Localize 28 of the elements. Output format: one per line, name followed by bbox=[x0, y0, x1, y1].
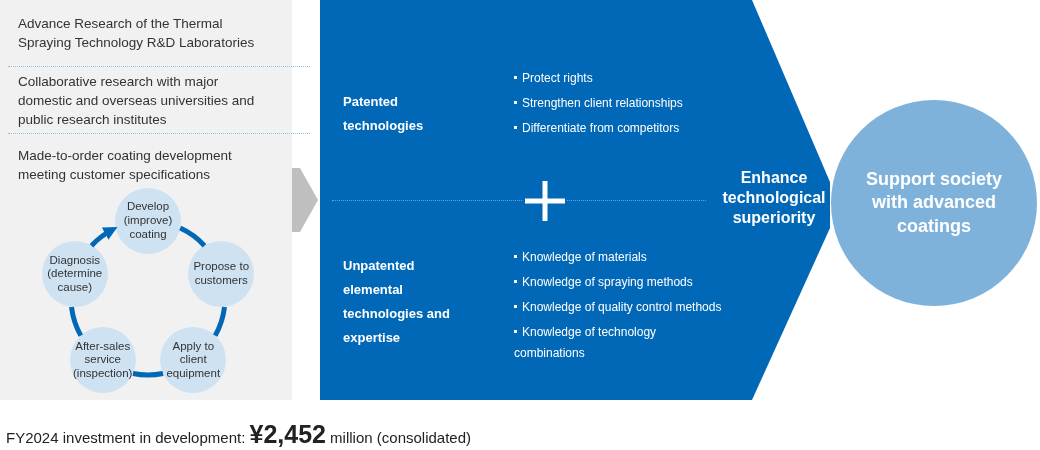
step-circle: Diagnosis (determine cause) bbox=[41, 241, 108, 308]
result-heading: Enhance technological superiority bbox=[721, 168, 827, 228]
step-circle: Develop (improve) coating bbox=[115, 188, 181, 254]
research-item: Made-to-order coating development meeting customer specifications bbox=[18, 147, 233, 184]
arrow-shape bbox=[320, 0, 830, 400]
step-circle: Apply to client equipment bbox=[160, 327, 227, 394]
bullet-item: Knowledge of spraying methods bbox=[514, 272, 754, 293]
step-circle: After-sales service (inspection) bbox=[69, 327, 136, 394]
cycle-connector bbox=[69, 306, 84, 337]
category-heading: Patented technologies bbox=[343, 93, 425, 135]
step-circle: Propose to customers bbox=[188, 241, 255, 308]
bullet-item: Protect rights bbox=[514, 68, 744, 89]
cycle-arrow bbox=[89, 226, 118, 248]
research-item: Advance Research of the Thermal Spraying Technology R&D Laboratories bbox=[18, 15, 256, 52]
bullet-item: Knowledge of materials bbox=[514, 247, 754, 268]
bullet-item: Knowledge of quality control methods bbox=[514, 297, 754, 318]
bullet-item: Differentiate from competitors bbox=[514, 118, 744, 139]
goal-circle: Support society with advanced coatings bbox=[831, 100, 1037, 306]
category-heading: Unpatented elemental technologies and expertise bbox=[343, 257, 451, 347]
cycle-connector bbox=[132, 371, 164, 378]
bullet-item: Strengthen client relationships bbox=[514, 93, 744, 114]
chevron-arrow bbox=[292, 168, 318, 232]
side-panel bbox=[0, 0, 292, 400]
cycle-connector bbox=[179, 225, 207, 248]
bullet-item: Knowledge of technology combinations bbox=[514, 322, 694, 364]
research-item: Collaborative research with major domestic and overseas universities and public research institutes bbox=[18, 73, 256, 129]
caption: FY2024 investment in development: ¥2,452 million (consolidated) bbox=[6, 420, 472, 449]
cycle-connector bbox=[212, 306, 227, 337]
